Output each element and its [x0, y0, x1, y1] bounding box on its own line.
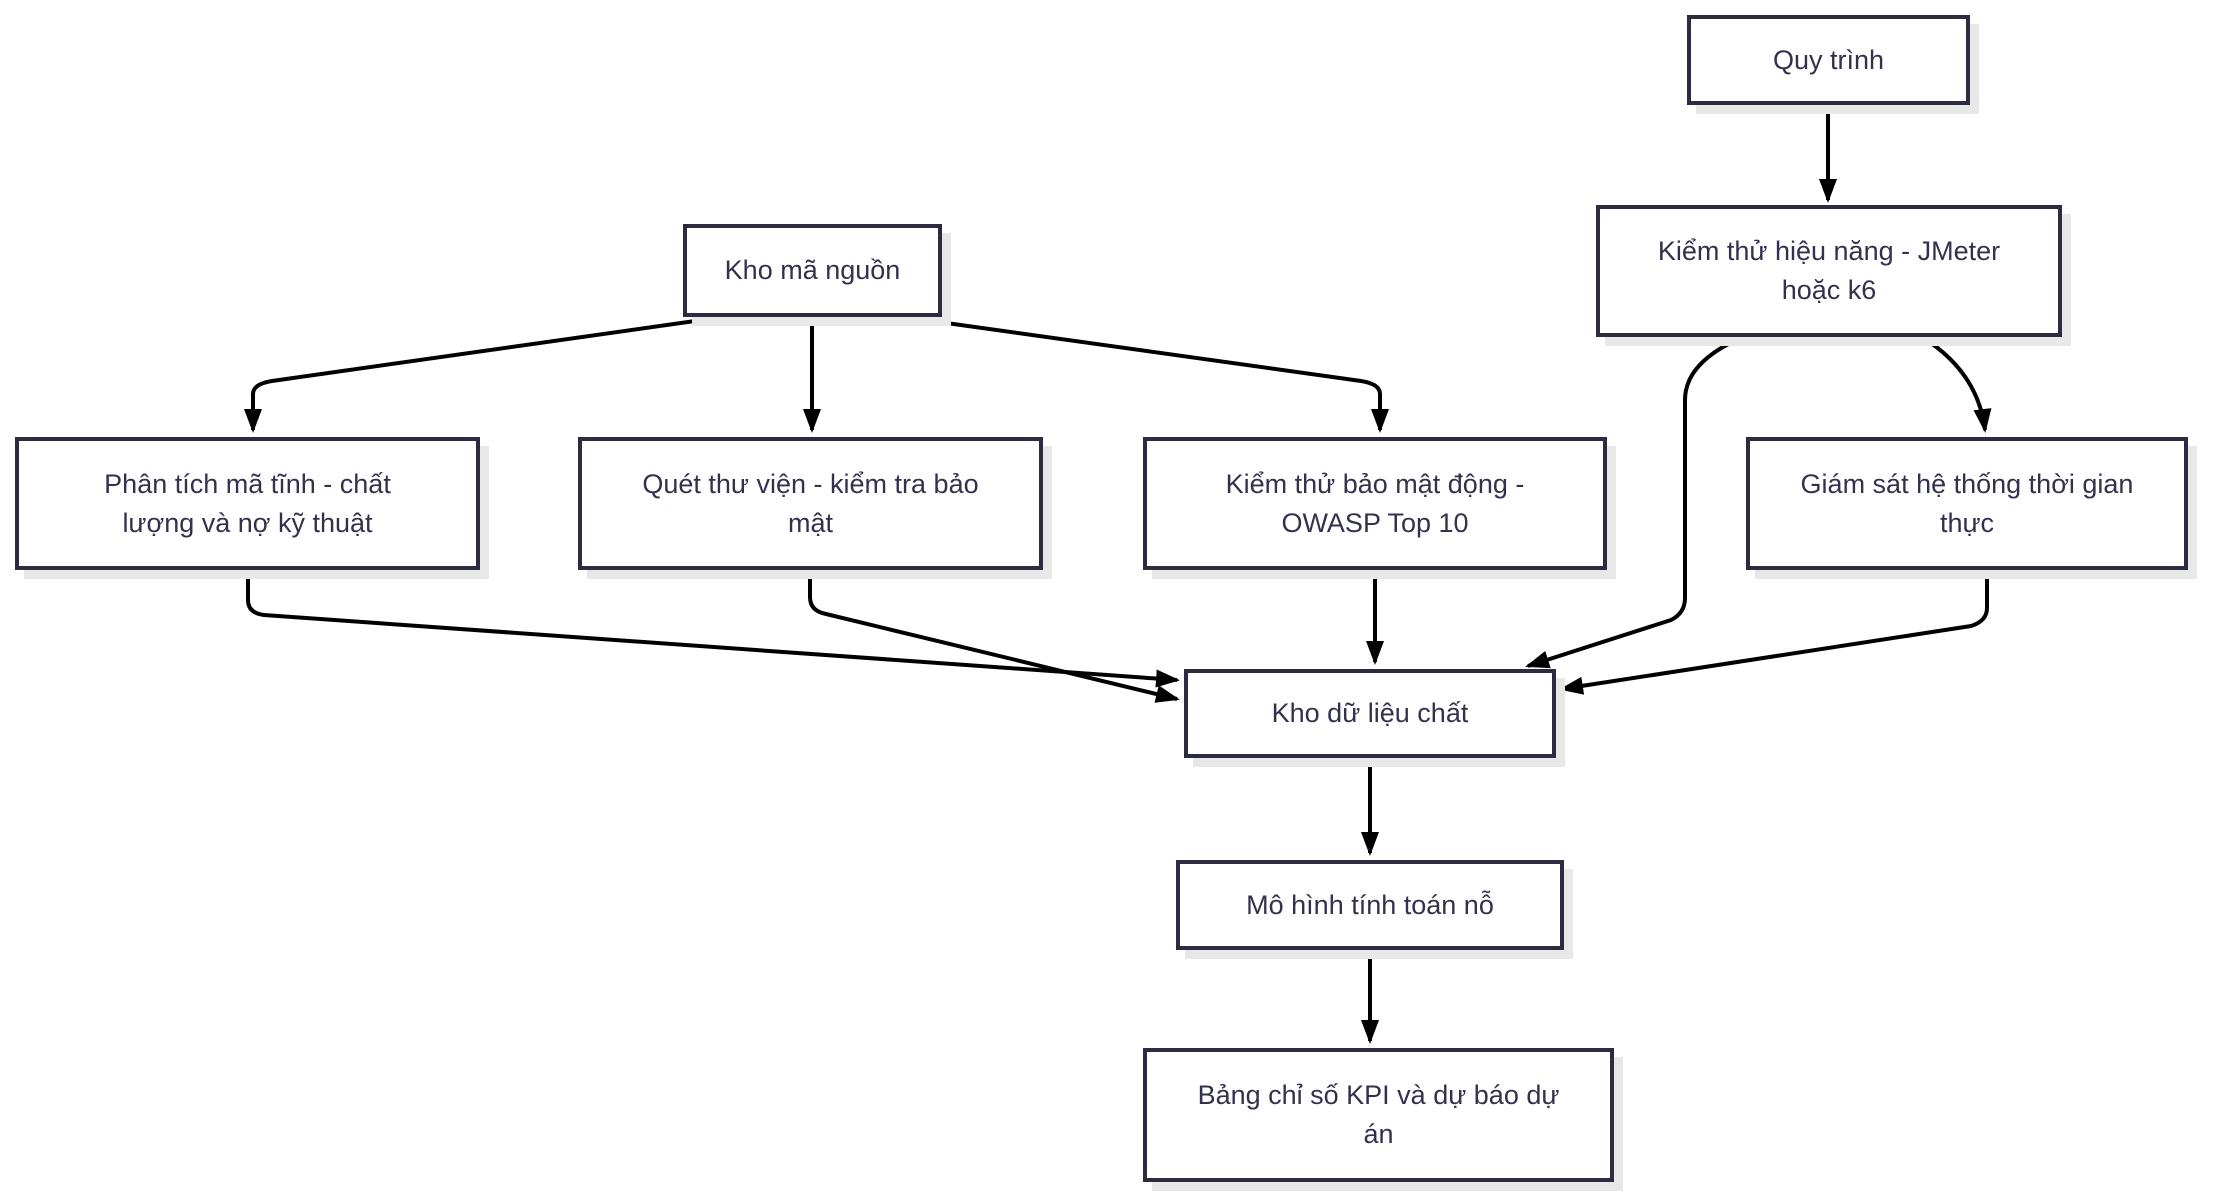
edge-kho-ma-nguon-to-kiem-thu-bao-mat — [924, 318, 1389, 433]
edge-kiem-thu-hieu-nang-to-giam-sat — [1920, 335, 1992, 433]
node-mo-hinh: Mô hình tính toán nỗ — [1176, 860, 1564, 950]
node-kiem-thu-bao-mat: Kiểm thử bảo mật động - OWASP Top 10 — [1143, 437, 1607, 570]
node-quy-trinh: Quy trình — [1687, 15, 1970, 105]
node-quet-thu-vien: Quét thư viện - kiểm tra bảo mật — [578, 437, 1043, 570]
edge-phan-tich-ma-tinh-to-kho-du-lieu — [246, 570, 1180, 688]
edge-quet-thu-vien-to-kho-du-lieu — [808, 570, 1180, 703]
edge-kho-ma-nguon-to-phan-tich-ma-tinh — [244, 318, 703, 433]
node-kiem-thu-hieu-nang: Kiểm thử hiệu năng - JMeter hoặc k6 — [1596, 205, 2062, 337]
node-kho-ma-nguon: Kho mã nguồn — [683, 224, 942, 317]
node-giam-sat: Giám sát hệ thống thời gian thực — [1746, 437, 2188, 570]
edge-giam-sat-to-kho-du-lieu — [1559, 570, 1989, 695]
node-kho-du-lieu: Kho dữ liệu chất — [1184, 669, 1556, 758]
edge-kiem-thu-hieu-nang-to-kho-du-lieu — [1525, 335, 1744, 669]
node-bang-kpi: Bảng chỉ số KPI và dự báo dự án — [1143, 1048, 1614, 1182]
node-phan-tich-ma-tinh: Phân tích mã tĩnh - chất lượng và nợ kỹ … — [15, 437, 480, 570]
